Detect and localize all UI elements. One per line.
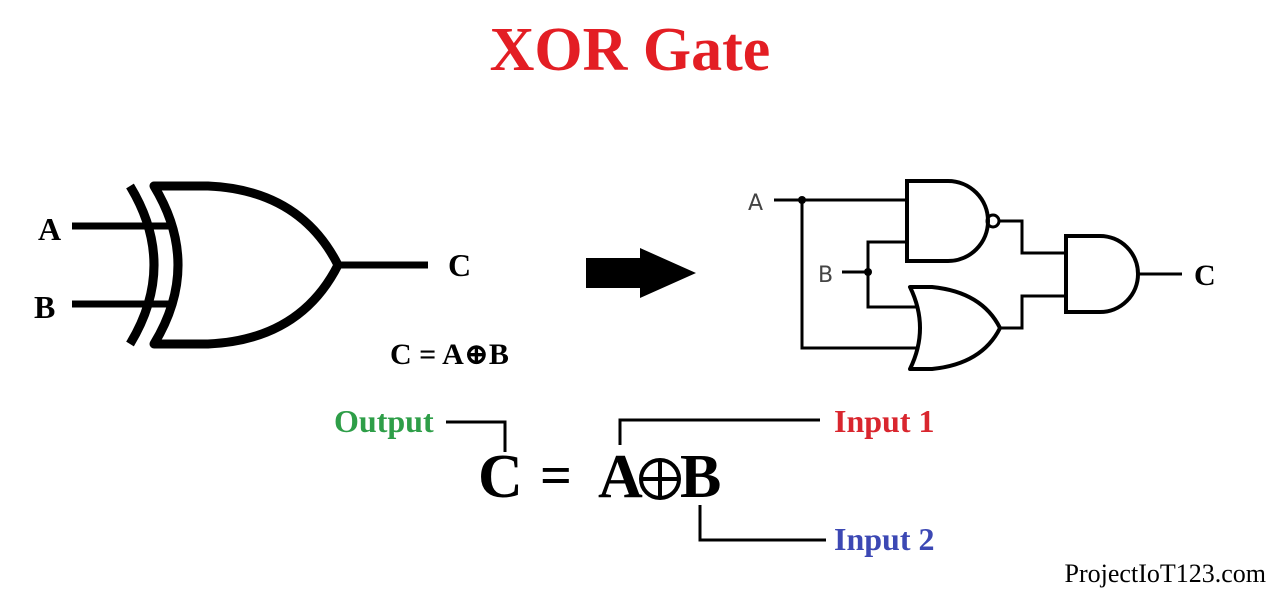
- output-leader-line: [446, 420, 507, 452]
- or-gate-body: [908, 285, 1002, 371]
- xor-input-b-label: B: [34, 289, 55, 325]
- xor-output-label: C: [448, 247, 471, 283]
- formula-b: B: [680, 443, 721, 511]
- input1-annotation-label: Input 1: [834, 403, 935, 439]
- formula-a: A: [598, 443, 643, 511]
- circuit-input-b-label: B: [818, 263, 833, 288]
- wire-b-to-or: [866, 272, 918, 309]
- junction-dot-b: [864, 268, 872, 276]
- input2-leader-line: [698, 505, 826, 542]
- xor-equation: C = A⊕B: [390, 338, 509, 371]
- wire-nand-to-and: [999, 219, 1066, 255]
- formula-c: C: [478, 443, 523, 511]
- wire-b-to-nand: [866, 240, 907, 272]
- nand-gate-body: [905, 179, 990, 263]
- and-gate-body: [1064, 234, 1140, 314]
- wire-a-to-or: [800, 200, 918, 350]
- junction-dot-a: [798, 196, 806, 204]
- circuit-input-a-label: A: [748, 191, 763, 216]
- annotated-formula: C = A B: [446, 418, 826, 542]
- xor-input-a-label: A: [38, 211, 61, 247]
- input1-leader-line: [618, 418, 820, 445]
- xor-operator-icon: [639, 458, 681, 500]
- page-title: XOR Gate: [490, 16, 771, 84]
- watermark: ProjectIoT123.com: [1065, 559, 1266, 588]
- wire-or-to-and: [1000, 294, 1066, 330]
- circuit-output-label: C: [1194, 259, 1216, 292]
- xor-gate-symbol: [72, 181, 428, 349]
- xor-gate-body: [149, 181, 343, 349]
- input2-annotation-label: Input 2: [834, 521, 935, 557]
- formula-equals: =: [540, 445, 572, 507]
- xor-extra-input-arc: [126, 183, 159, 347]
- output-annotation-label: Output: [334, 403, 434, 439]
- right-arrow-icon: [586, 248, 696, 298]
- equivalent-circuit: [774, 179, 1182, 371]
